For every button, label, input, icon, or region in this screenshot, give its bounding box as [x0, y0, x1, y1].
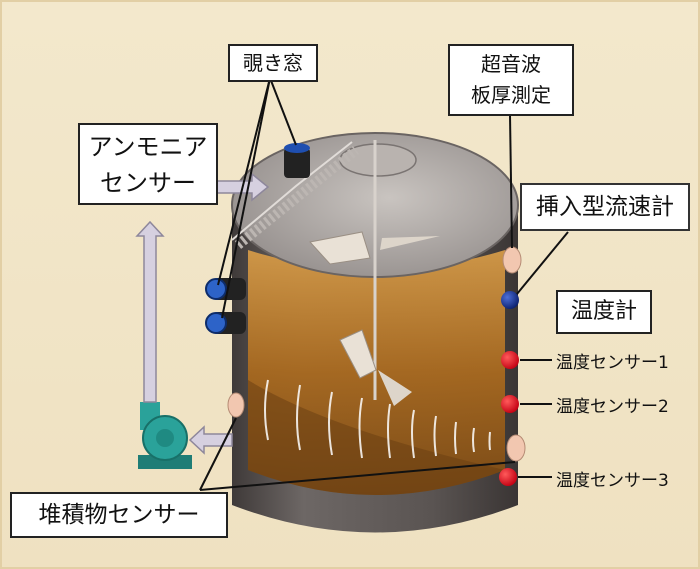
arrow-pump-to-ammonia [135, 220, 165, 403]
peep-window-roof [284, 148, 310, 178]
peep-window-side-2-glass [205, 312, 227, 334]
agitator-blade-upper [309, 231, 371, 265]
peep-window-label: 覗き窓 [228, 44, 318, 82]
flowmeter-label: 挿入型流速計 [520, 183, 690, 231]
ultrasonic-thickness-label: 超音波 板厚測定 [448, 44, 574, 116]
stairway-rail [231, 141, 353, 241]
temp-sensor-dot-3 [499, 468, 517, 486]
agitator-blade-upper-right [380, 236, 440, 250]
sediment-sensor-label: 堆積物センサー [10, 492, 228, 538]
temp-sensor-3-label: 温度センサー3 [556, 471, 669, 491]
ultrasonic-pad-lower [506, 434, 526, 462]
peep-window-side-1-glass [205, 278, 227, 300]
flow-arrows [135, 172, 270, 455]
temp-sensor-2-label: 温度センサー2 [556, 397, 669, 417]
ultrasonic-pad-upper [502, 246, 522, 274]
ammonia-line2: センサー [100, 169, 196, 197]
peep-window-roof-top [284, 143, 310, 153]
sediment-layer [248, 380, 505, 495]
sediment-sensor-pad [227, 392, 245, 418]
roof-hatch [339, 143, 417, 177]
stairway [234, 146, 360, 249]
sediment-signal-arcs [264, 379, 491, 459]
temp-sensor-1-label: 温度センサー1 [556, 353, 669, 373]
temp-sensor-dot-1 [501, 351, 519, 369]
ultrasonic-line2: 板厚測定 [471, 83, 551, 107]
arrow-tank-to-pump [188, 425, 233, 455]
pump [138, 402, 192, 469]
temp-sensor-dot-2 [501, 395, 519, 413]
agitator-blade-lower [339, 329, 377, 379]
ammonia-sensor-label: アンモニア センサー [78, 123, 218, 205]
leader-lines [199, 77, 569, 491]
ultrasonic-line1: 超音波 [481, 52, 541, 76]
flowmeter-dot [501, 291, 519, 309]
thermometer-label: 温度計 [556, 290, 652, 334]
ammonia-line1: アンモニア [88, 133, 208, 161]
agitator-blade-lower-right [378, 370, 412, 406]
